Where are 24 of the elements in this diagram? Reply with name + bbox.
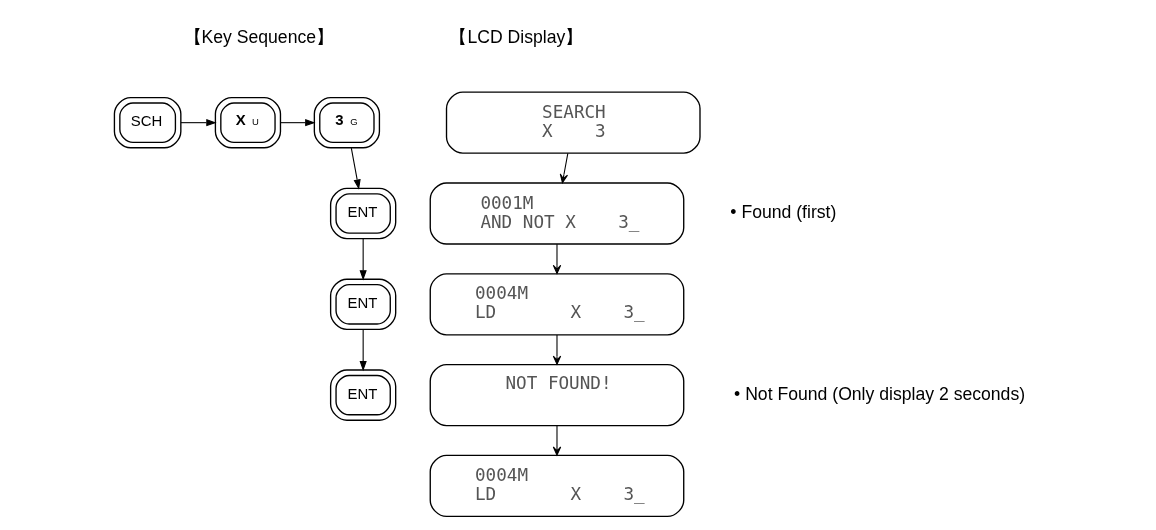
node-box: 3 G [313, 96, 381, 149]
arrow [552, 334, 562, 365]
arrow [359, 238, 367, 281]
arrow [350, 147, 361, 190]
arrow [552, 425, 562, 456]
node-label: • Found (first) [730, 202, 837, 223]
node-box: 0001M AND NOT X 3_ [429, 182, 685, 245]
node-box: ENT [329, 278, 397, 331]
node-box: NOT FOUND! [429, 363, 685, 427]
node-box: 0004M LD X 3_ [429, 273, 685, 336]
node-box: 0004M LD X 3_ [429, 454, 685, 518]
arrow [559, 152, 569, 184]
node-box: ENT [329, 369, 397, 421]
arrow [552, 243, 562, 274]
label: 【Key Sequence】 [183, 26, 335, 47]
node-box: SCH [113, 96, 182, 149]
arrow [280, 119, 316, 127]
label: 【LCD Display】 [449, 26, 584, 47]
arrow [180, 119, 217, 127]
node-box: SEARCH X 3 [445, 91, 701, 154]
node-box: X U [214, 96, 282, 149]
node-label: • Not Found (Only display 2 seconds) [734, 383, 1026, 404]
node-box: ENT [329, 187, 397, 240]
arrow [359, 329, 367, 372]
